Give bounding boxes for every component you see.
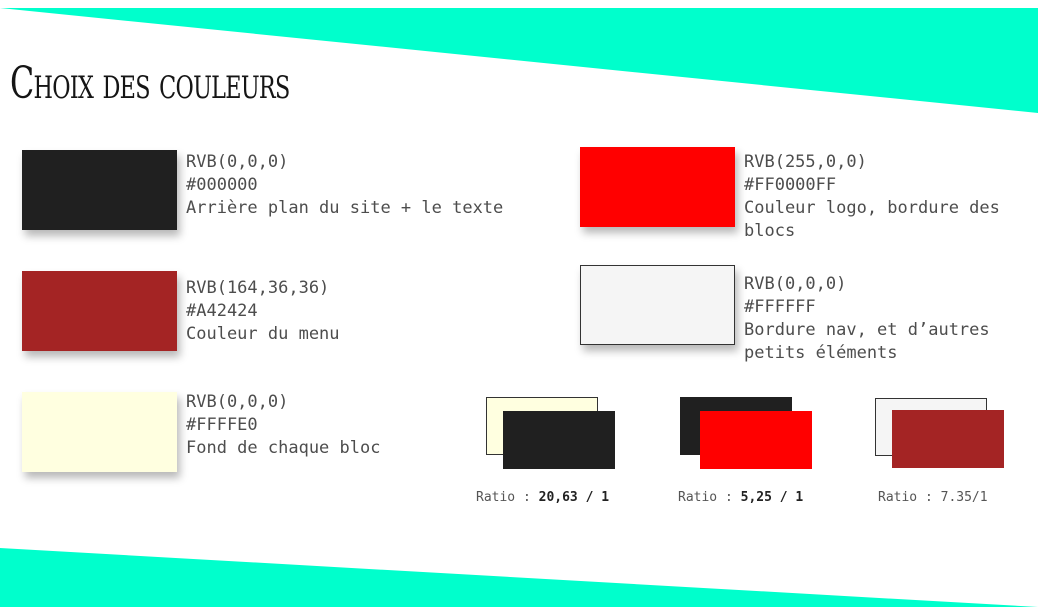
ratio-prefix: Ratio : [678, 490, 741, 505]
contrast-front-red [700, 411, 812, 469]
color-rgb: RVB(164,36,36) [186, 278, 330, 298]
color-hex: #FFFFFF [744, 297, 816, 317]
ratio-value: 20,63 / 1 [538, 490, 610, 505]
color-info-black: RVB(0,0,0) #000000 Arrière plan du site … [186, 151, 556, 220]
color-info-red: RVB(255,0,0) #FF0000FF Couleur logo, bor… [744, 151, 1036, 243]
color-info-light-yellow: RVB(0,0,0) #FFFFE0 Fond de chaque bloc [186, 391, 466, 460]
ratio-prefix: Ratio : [878, 490, 941, 505]
color-info-white: RVB(0,0,0) #FFFFFF Bordure nav, et d’aut… [744, 273, 1036, 365]
color-rgb: RVB(255,0,0) [744, 152, 867, 172]
swatch-light-yellow [22, 392, 177, 472]
contrast-ratio-3: Ratio : 7.35/1 [878, 490, 988, 505]
color-description: Arrière plan du site + le texte [186, 198, 504, 218]
page-title: Choix des couleurs [10, 58, 290, 109]
contrast-front-black [503, 411, 615, 469]
color-hex: #A42424 [186, 301, 258, 321]
color-rgb: RVB(0,0,0) [744, 274, 847, 294]
swatch-white [580, 265, 735, 345]
contrast-ratio-1: Ratio : 20,63 / 1 [476, 490, 609, 505]
ratio-prefix: Ratio : [476, 490, 539, 505]
contrast-ratio-2: Ratio : 5,25 / 1 [678, 490, 803, 505]
ratio-value: 5,25 / 1 [740, 490, 804, 505]
color-description: Fond de chaque bloc [186, 438, 381, 458]
contrast-front-dark-red [892, 410, 1004, 468]
bottom-teal-band [0, 548, 1038, 607]
color-rgb: RVB(0,0,0) [186, 152, 289, 172]
ratio-value: 7.35/1 [940, 490, 988, 505]
color-description: Couleur logo, bordure des blocs [744, 198, 1011, 241]
color-rgb: RVB(0,0,0) [186, 392, 289, 412]
color-hex: #000000 [186, 175, 258, 195]
swatch-black [22, 150, 177, 230]
color-hex: #FFFFE0 [186, 415, 258, 435]
swatch-red [580, 147, 735, 227]
color-description: Bordure nav, et d’autres petits éléments [744, 320, 1000, 363]
swatch-dark-red [22, 271, 177, 351]
color-info-dark-red: RVB(164,36,36) #A42424 Couleur du menu [186, 277, 556, 346]
color-hex: #FF0000FF [744, 175, 837, 195]
color-description: Couleur du menu [186, 324, 340, 344]
top-teal-band [0, 8, 1038, 113]
